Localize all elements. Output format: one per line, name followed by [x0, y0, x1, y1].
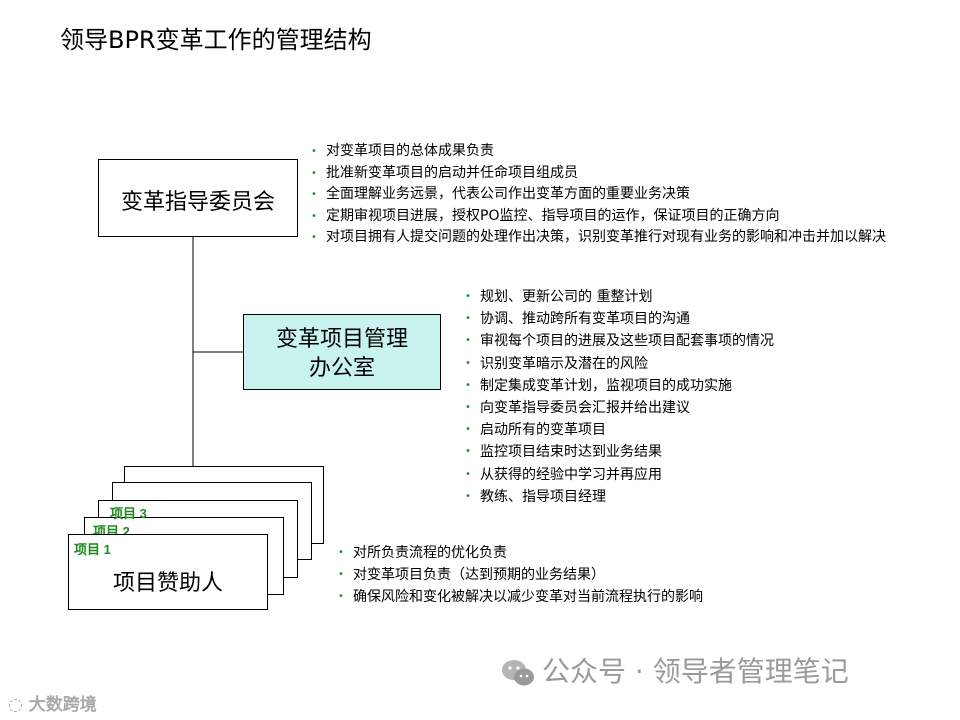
logo-text: 大数跨境 — [28, 695, 97, 715]
pmo-label-line2: 办公室 — [308, 356, 375, 381]
pmo-responsibilities: • 规划、更新公司的 重整计划 • 协调、推动跨所有变革项目的沟通 • 审视每个项目的进展… — [462, 286, 902, 508]
bullet-dot-icon: • — [311, 210, 317, 222]
pmo-bullet: • 启动所有的变革项目 — [462, 419, 902, 441]
watermark: 公众号 · 领导者管理笔记 — [500, 650, 849, 690]
bullet-dot-icon: • — [311, 232, 317, 243]
committee-bullet: • 全面理解业务远景，代表公司作出变革方面的重要业务决策 — [308, 184, 918, 206]
bullet-dot-icon: • — [311, 146, 317, 157]
page-title: 领导BPR变革工作的管理结构 — [60, 26, 372, 54]
committee-bullet-text: 对变革项目的总体成果负责 — [326, 143, 494, 159]
pmo-bullet: • 向变革指导委员会汇报并给出建议 — [462, 397, 902, 419]
watermark-text: 公众号 · 领导者管理笔记 — [542, 655, 849, 688]
sponsor-bullet-text: 对变革项目负责（达到预期的业务结果） — [353, 567, 605, 583]
bullet-dot-icon: • — [311, 189, 317, 200]
pmo-bullet-text: 启动所有的变革项目 — [480, 422, 606, 439]
logo-icon: ◌ — [8, 695, 23, 715]
committee-bullet-text: 对项目拥有人提交问题的处理作出决策，识别变革推行对现有业务的影响和冲击并加以解决 — [326, 229, 886, 245]
committee-bullet: • 定期审视项目进展，授权PO监控、指导项目的运作，保证项目的正确方向 — [308, 206, 918, 228]
pmo-bullet: • 教练、指导项目经理 — [462, 486, 902, 508]
bullet-dot-icon: • — [465, 291, 471, 302]
pmo-bullet: • 从获得的经验中学习并再应用 — [462, 464, 902, 486]
pmo-bullet: • 审视每个项目的进展及这些项目配套事项的情况 — [462, 330, 902, 352]
pmo-bullet-text: 识别变革暗示及潜在的风险 — [480, 355, 648, 372]
pmo-bullet-text: 从获得的经验中学习并再应用 — [480, 466, 662, 483]
wechat-icon — [502, 660, 534, 686]
bullet-dot-icon: • — [465, 446, 471, 458]
bullet-dot-icon: • — [465, 335, 471, 347]
bullet-dot-icon: • — [465, 357, 471, 369]
committee-responsibilities: • 对变革项目的总体成果负责 • 批准新变革项目的启动并任命项目组成员 • 全面理解业务远… — [308, 141, 918, 249]
committee-bullet-text: 全面理解业务远景，代表公司作出变革方面的重要业务决策 — [326, 186, 690, 202]
pmo-label: 变革项目管理 办公室 — [244, 325, 440, 383]
committee-bullet: • 对变革项目的总体成果负责 — [308, 141, 918, 163]
pmo-bullet-text: 审视每个项目的进展及这些项目配套事项的情况 — [480, 333, 774, 350]
project-3-label: 项目 3 — [110, 506, 147, 521]
bullet-dot-icon: • — [465, 468, 471, 480]
bullet-dot-icon: • — [465, 424, 471, 436]
committee-label: 变革指导委员会 — [120, 190, 275, 215]
bullet-dot-icon: • — [338, 591, 344, 602]
pmo-bullet-text: 监控项目结束时达到业务结果 — [480, 444, 662, 461]
bullet-dot-icon: • — [311, 167, 317, 179]
pmo-box: 变革项目管理 办公室 — [243, 314, 441, 390]
pmo-bullet-text: 制定集成变革计划，监视项目的成功实施 — [480, 377, 732, 394]
pmo-bullet-text: 向变革指导委员会汇报并给出建议 — [480, 400, 690, 417]
corner-logo: ◌ 大数跨境 — [8, 690, 97, 715]
sponsor-bullet: • 对所负责流程的优化负责 — [335, 542, 855, 564]
bullet-dot-icon: • — [338, 547, 344, 558]
pmo-label-line1: 变革项目管理 — [275, 327, 408, 352]
pmo-bullet-text: 协调、推动跨所有变革项目的沟通 — [480, 311, 690, 328]
pmo-bullet-text: 规划、更新公司的 重整计划 — [480, 289, 653, 305]
project-1-label: 项目 1 — [74, 542, 111, 557]
pmo-bullet: • 监控项目结束时达到业务结果 — [462, 441, 902, 463]
bullet-dot-icon: • — [465, 313, 471, 325]
sponsor-bullet: • 对变革项目负责（达到预期的业务结果） — [335, 564, 855, 586]
sponsor-bullet: • 确保风险和变化被解决以减少变革对当前流程执行的影响 — [335, 586, 855, 608]
sponsor-box: 项目赞助人 — [68, 534, 268, 610]
bullet-dot-icon: • — [465, 379, 471, 391]
committee-bullet-text: 定期审视项目进展，授权PO监控、指导项目的运作，保证项目的正确方向 — [326, 207, 780, 224]
sponsor-responsibilities: • 对所负责流程的优化负责 • 对变革项目负责（达到预期的业务结果） • 确保风险和变化被… — [335, 542, 855, 608]
pmo-bullet-text: 教练、指导项目经理 — [480, 488, 606, 505]
pmo-bullet: • 识别变革暗示及潜在的风险 — [462, 353, 902, 375]
sponsor-bullet-text: 确保风险和变化被解决以减少变革对当前流程执行的影响 — [353, 589, 703, 605]
committee-bullet: • 对项目拥有人提交问题的处理作出决策，识别变革推行对现有业务的影响和冲击并加以解… — [308, 227, 918, 249]
committee-box: 变革指导委员会 — [98, 159, 298, 237]
committee-bullet-text: 批准新变革项目的启动并任命项目组成员 — [326, 164, 578, 181]
bullet-dot-icon: • — [338, 569, 344, 580]
committee-bullet: • 批准新变革项目的启动并任命项目组成员 — [308, 163, 918, 185]
sponsor-bullet-text: 对所负责流程的优化负责 — [353, 545, 507, 561]
bullet-dot-icon: • — [465, 490, 471, 502]
pmo-bullet: • 协调、推动跨所有变革项目的沟通 — [462, 308, 902, 330]
pmo-bullet: • 制定集成变革计划，监视项目的成功实施 — [462, 375, 902, 397]
sponsor-label: 项目赞助人 — [112, 571, 223, 596]
bullet-dot-icon: • — [465, 402, 471, 414]
pmo-bullet: • 规划、更新公司的 重整计划 — [462, 286, 902, 308]
